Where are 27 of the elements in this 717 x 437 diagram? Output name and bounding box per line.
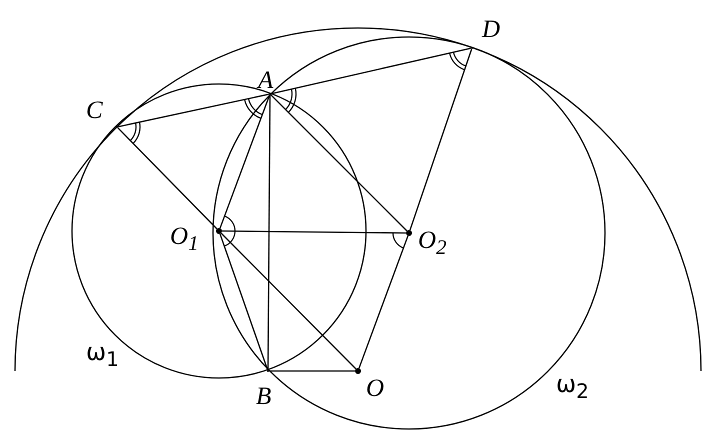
point-label: O <box>366 376 384 401</box>
point-dot <box>355 368 361 374</box>
line-segment <box>117 127 218 230</box>
point-dot <box>470 46 474 50</box>
point-dot <box>116 126 118 128</box>
line-segment <box>271 48 471 94</box>
line-segment <box>222 230 406 234</box>
point-label: O$_{1}$ <box>170 224 198 254</box>
circle-label: ω$_{2}$ <box>556 372 589 401</box>
circle-label: ω$_{1}$ <box>86 340 119 369</box>
line-segment <box>267 95 271 370</box>
line-segment <box>358 236 409 368</box>
point-label: A <box>258 68 274 93</box>
line-segment <box>269 370 355 372</box>
line-segment <box>409 48 472 230</box>
point-dot <box>216 228 222 234</box>
point-label: D <box>482 17 500 42</box>
line-segment <box>118 94 269 128</box>
point-label: B <box>256 384 272 409</box>
point-label: O$_{2}$ <box>418 228 446 258</box>
point-dot <box>406 230 412 236</box>
line-segment <box>270 94 408 232</box>
point-dot <box>266 370 270 372</box>
line-segment <box>219 234 268 370</box>
line-segment <box>220 232 356 370</box>
point-label: C <box>86 98 103 123</box>
line-segment <box>219 94 270 228</box>
